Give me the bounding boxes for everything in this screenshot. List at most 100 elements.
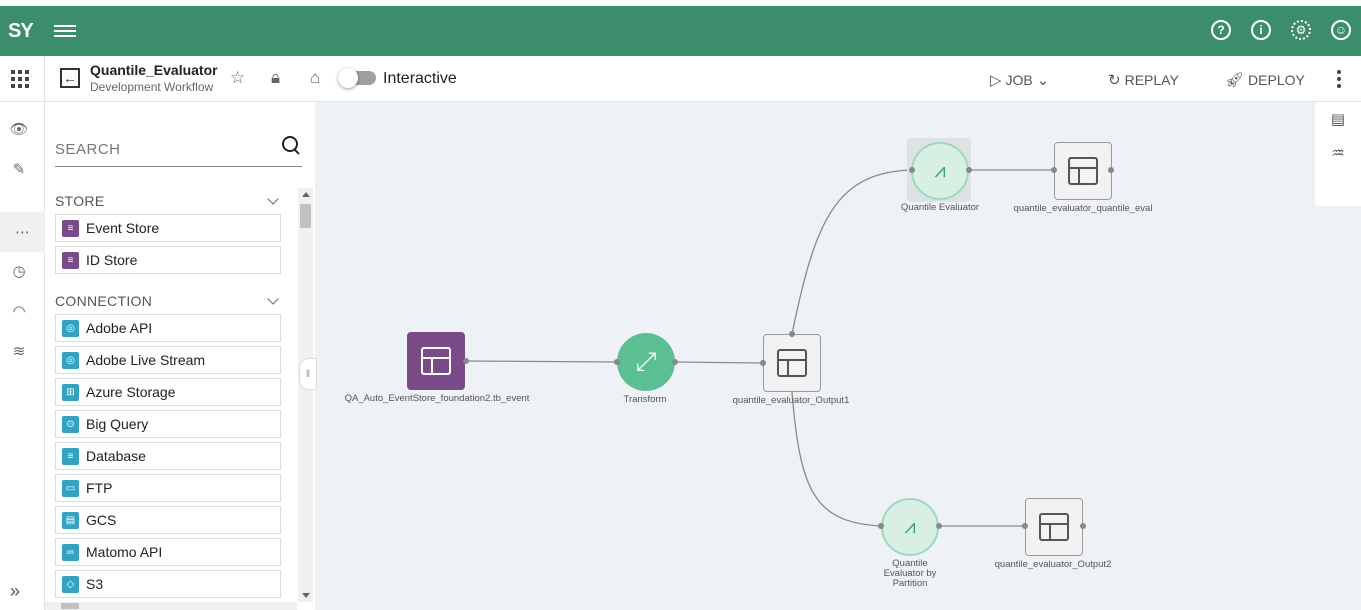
dashboard-icon[interactable]: ◠ xyxy=(12,303,26,320)
scroll-thumb[interactable] xyxy=(300,204,311,228)
edit-icon[interactable]: ✎ xyxy=(12,161,26,178)
output-port[interactable] xyxy=(1080,523,1086,529)
menu-icon[interactable] xyxy=(54,22,76,40)
gear-icon[interactable]: ⚙ xyxy=(1291,20,1311,40)
deploy-button[interactable]: 🚀︎ DEPLOY xyxy=(1225,71,1305,89)
distribution-icon: ⩘ xyxy=(934,159,946,182)
header-actions: ? i ⚙ ☺ xyxy=(1211,20,1351,40)
interactive-toggle[interactable] xyxy=(338,68,376,88)
replay-icon: ↻ xyxy=(1108,72,1121,89)
output2-node[interactable] xyxy=(1025,498,1083,556)
list-item[interactable]: ◇ S3 xyxy=(55,570,281,598)
notes-icon[interactable]: ▤ xyxy=(1330,111,1346,128)
app-logo[interactable]: SY xyxy=(8,20,34,42)
chevron-down-icon: ⌄ xyxy=(1036,72,1050,89)
transform-node-label: Transform xyxy=(623,394,667,405)
list-item[interactable]: ▤ GCS xyxy=(55,506,281,534)
section-header-store[interactable]: STORE xyxy=(55,188,281,214)
item-label: Big Query xyxy=(86,416,149,432)
job-button[interactable]: ▷ JOB ⌄ xyxy=(990,71,1049,89)
scroll-down-icon[interactable] xyxy=(302,593,310,598)
list-item[interactable]: ▭ FTP xyxy=(55,474,281,502)
edge-output1-qe xyxy=(791,169,913,335)
table-icon xyxy=(421,347,451,375)
info-icon[interactable]: i xyxy=(1251,20,1271,40)
help-icon[interactable]: ? xyxy=(1211,20,1231,40)
history-icon[interactable]: ◷ xyxy=(12,263,26,280)
output1-node[interactable] xyxy=(763,334,821,392)
components-icon[interactable]: ⋯ xyxy=(0,212,45,252)
input-port[interactable] xyxy=(909,167,915,173)
horizontal-scrollbar[interactable] xyxy=(45,602,297,610)
list-item[interactable]: ≡ ID Store xyxy=(55,246,281,274)
scroll-up-icon[interactable] xyxy=(302,192,310,197)
output-port[interactable] xyxy=(966,167,972,173)
input-port[interactable] xyxy=(760,360,766,366)
item-label: Azure Storage xyxy=(86,384,176,400)
lock-icon[interactable]: 🔒︎ xyxy=(271,68,281,87)
chevron-down-icon xyxy=(267,293,279,305)
layers-icon[interactable]: ≋ xyxy=(12,343,26,360)
source-node-label: QA_Auto_EventStore_foundation2.tb_event xyxy=(344,393,530,404)
input-port[interactable] xyxy=(1051,167,1057,173)
output-port[interactable] xyxy=(463,358,469,364)
back-icon[interactable]: ← xyxy=(60,68,80,88)
vertical-scrollbar[interactable] xyxy=(298,188,313,602)
table-icon xyxy=(777,349,807,377)
output-port[interactable] xyxy=(789,331,795,337)
eye-icon[interactable]: 👁︎ xyxy=(9,121,29,138)
input-port[interactable] xyxy=(614,359,620,365)
database-icon: ≡ xyxy=(62,219,79,237)
input-port[interactable] xyxy=(1022,523,1028,529)
list-item[interactable]: ⊞ Azure Storage xyxy=(55,378,281,406)
list-item[interactable]: ◎ Adobe Live Stream xyxy=(55,346,281,374)
list-item[interactable]: ≡ Database xyxy=(55,442,281,470)
item-label: Matomo API xyxy=(86,544,163,560)
list-item[interactable]: ∞ Matomo API xyxy=(55,538,281,566)
output-port[interactable] xyxy=(936,523,942,529)
user-account-icon[interactable]: ☺ xyxy=(1331,20,1351,40)
search-icon[interactable] xyxy=(282,136,300,154)
job-label: JOB xyxy=(1005,72,1033,88)
qe-output-label: quantile_evaluator_quantile_eval xyxy=(1013,203,1153,214)
quantile-partition-node[interactable]: ⩘ xyxy=(881,498,939,556)
star-icon[interactable]: ☆ xyxy=(230,68,246,87)
expand-rail-icon[interactable]: » xyxy=(10,581,21,601)
search-input[interactable] xyxy=(55,134,265,164)
workflow-title: Quantile_Evaluator xyxy=(90,62,218,78)
activity-icon[interactable]: ♒︎ xyxy=(1331,145,1345,162)
components-panel: STORE ≡ Event Store ≡ ID Store CONNECTIO… xyxy=(45,102,315,610)
source-node[interactable] xyxy=(407,332,465,390)
edges-layer xyxy=(465,169,1054,527)
cloud-storage-icon: ▤ xyxy=(62,511,79,529)
deploy-label: DEPLOY xyxy=(1248,72,1305,88)
folder-icon: ▭ xyxy=(62,479,79,497)
item-label: Database xyxy=(86,448,146,464)
input-port[interactable] xyxy=(878,523,884,529)
collapse-panel-handle[interactable]: ‖ xyxy=(299,358,317,390)
right-rail: ▤ ♒︎ xyxy=(1315,102,1361,206)
list-item[interactable]: ≡ Event Store xyxy=(55,214,281,242)
list-item[interactable]: ◎ Adobe API xyxy=(55,314,281,342)
transform-node[interactable]: ⤢ xyxy=(617,333,675,391)
output-port[interactable] xyxy=(672,359,678,365)
output1-node-label: quantile_evaluator_Output1 xyxy=(732,395,850,406)
replay-button[interactable]: ↻ REPLAY xyxy=(1108,71,1179,89)
apps-grid-icon[interactable] xyxy=(11,70,29,88)
item-label: Adobe API xyxy=(86,320,153,336)
workflow-canvas[interactable]: QA_Auto_EventStore_foundation2.tb_event … xyxy=(315,102,1361,610)
more-options-icon[interactable] xyxy=(1337,70,1341,91)
api-icon: ◎ xyxy=(62,319,79,337)
qe-output-node[interactable] xyxy=(1054,142,1112,200)
output-port[interactable] xyxy=(1108,167,1114,173)
rocket-icon: 🚀︎ xyxy=(1225,72,1245,89)
replay-label: REPLAY xyxy=(1124,72,1179,88)
section-header-connection[interactable]: CONNECTION xyxy=(55,288,281,314)
scroll-thumb[interactable] xyxy=(61,603,79,609)
home-icon[interactable]: ⌂ xyxy=(310,68,321,87)
transform-icon: ⤢ xyxy=(635,346,657,376)
item-label: ID Store xyxy=(86,252,138,268)
left-rail: 👁︎ ✎ ⋯ ◷ ◠ ≋ » xyxy=(0,102,45,610)
quantile-evaluator-node[interactable]: ⩘ xyxy=(911,142,969,200)
list-item[interactable]: ⊙ Big Query xyxy=(55,410,281,438)
